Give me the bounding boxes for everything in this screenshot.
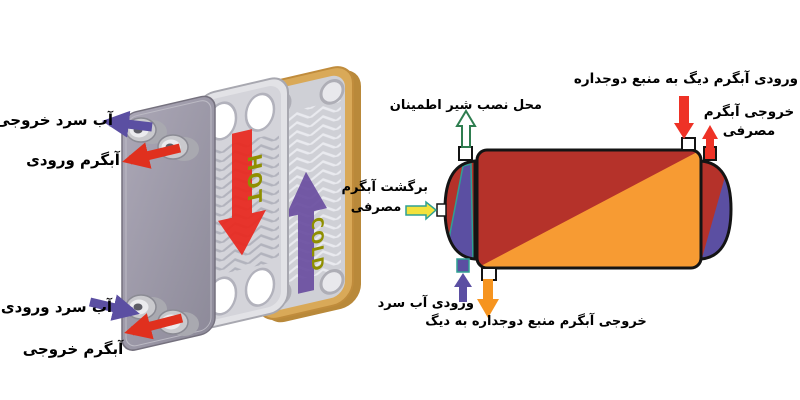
cold-in-arrow-icon xyxy=(88,294,140,321)
return-stub xyxy=(436,203,447,217)
cold-out-arrow-icon xyxy=(101,110,153,138)
cold-inlet-stub xyxy=(456,258,470,273)
label-cold-water-in: آب سرد ورودی xyxy=(0,298,113,316)
storage-tank-schematic xyxy=(405,96,733,318)
port-nozzle-top-hot xyxy=(157,134,199,161)
label-boiler-hot-inlet: ورودی آبگرم دیگ به منبع دوجداره xyxy=(573,71,798,87)
label-hot-water-in: آبگرم ورودی xyxy=(26,151,120,169)
label-cold-water-inlet-tank: ورودی آب سرد xyxy=(377,296,474,311)
boiler-outlet-arrow-icon xyxy=(477,279,499,318)
boiler-inlet-arrow-icon xyxy=(674,96,694,139)
cold-flow-arrow: COLD xyxy=(285,171,327,294)
cold-inlet-arrow-icon xyxy=(454,273,472,302)
label-consumer-hot-outlet-line1: خروجی آبگرم xyxy=(703,104,795,120)
tank-left-cap xyxy=(443,159,477,261)
label-safety-valve-location: محل نصب شیر اطمینان xyxy=(389,98,542,113)
safety-valve-stub xyxy=(458,146,473,161)
hot-out-arrow-icon xyxy=(124,313,184,340)
consumer-outlet-arrow-icon xyxy=(702,125,718,151)
label-cold-water-out: آب سرد خروجی xyxy=(0,111,113,129)
hot-in-arrow-icon xyxy=(122,142,182,169)
label-consumer-return-line2: مصرفی xyxy=(350,200,402,215)
label-consumer-return-line1: برگشت آبگرم xyxy=(341,180,428,195)
label-hot-water-out: آبگرم خروجی xyxy=(22,340,124,358)
tank-right-cap xyxy=(699,159,733,261)
tank-body xyxy=(475,148,703,270)
boiler-inlet-stub xyxy=(681,137,696,151)
middle-plate: HOT xyxy=(195,77,289,329)
plate-heat-exchanger-illustration: COLD HOT xyxy=(88,66,361,351)
label-consumer-hot-outlet-line2: مصرفی xyxy=(722,123,776,139)
cold-arrow-label: COLD xyxy=(308,215,327,274)
hot-flow-arrow: HOT xyxy=(218,129,266,256)
hot-arrow-label: HOT xyxy=(243,152,266,208)
label-boiler-hot-outlet: خروجی آبگرم منبع دوجداره به دیگ xyxy=(425,314,647,329)
safety-valve-arrow-icon xyxy=(455,109,477,148)
boiler-outlet-stub xyxy=(481,267,497,281)
return-arrow-icon xyxy=(405,200,438,221)
